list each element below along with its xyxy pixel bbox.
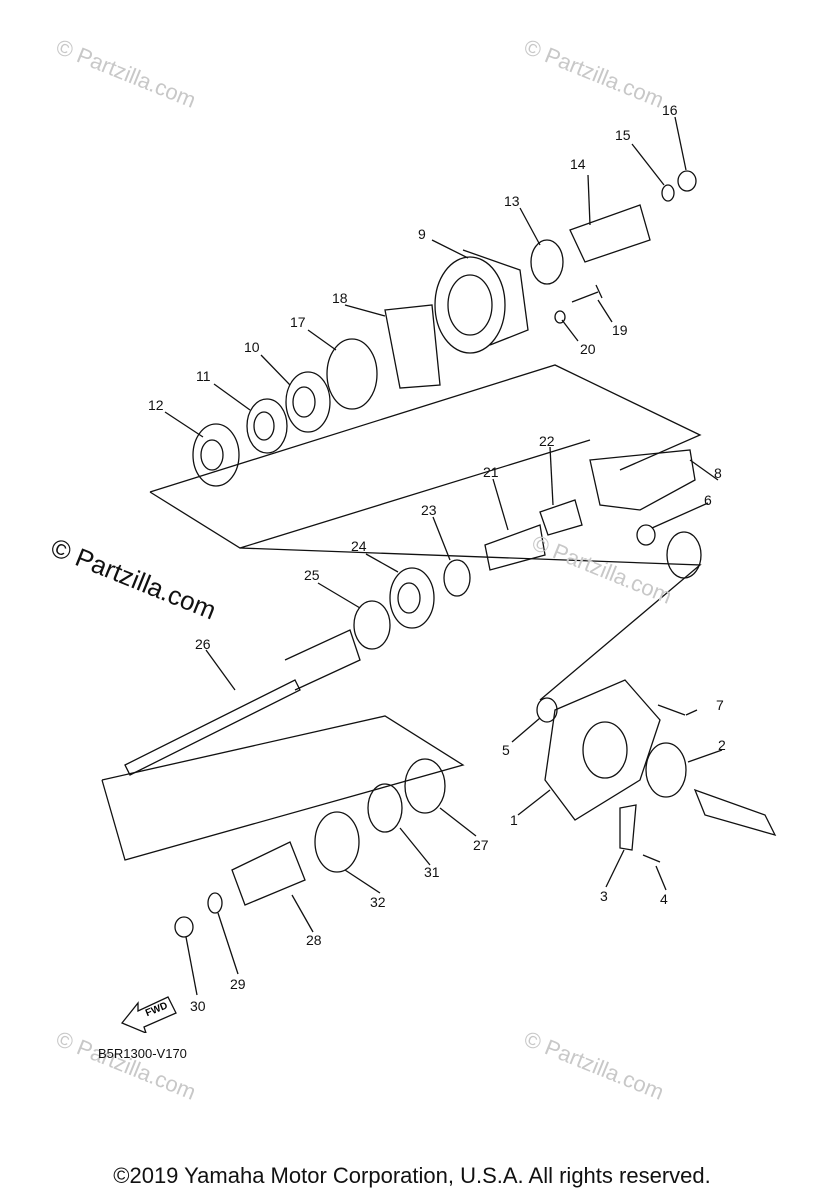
part-7-bolt — [657, 704, 686, 716]
callout-3: 3 — [600, 888, 608, 904]
part-29-washer — [207, 892, 223, 914]
part-8-gear — [589, 449, 696, 511]
part-26-shaft — [124, 679, 301, 776]
part-2-bearing — [645, 742, 687, 798]
part-23-ring — [443, 559, 471, 597]
part-14-yoke — [569, 204, 651, 263]
part-9-housing — [434, 256, 506, 354]
part-1-housing — [544, 679, 661, 821]
callout-10: 10 — [244, 339, 260, 355]
callout-18: 18 — [332, 290, 348, 306]
part-5-o-ring — [536, 697, 558, 723]
callout-8: 8 — [714, 465, 722, 481]
fwd-arrow-icon: FWD — [120, 993, 180, 1038]
callout-21: 21 — [483, 464, 499, 480]
callout-5: 5 — [502, 742, 510, 758]
callout-31: 31 — [424, 864, 440, 880]
callout-17: 17 — [290, 314, 306, 330]
assembly-frame-lower — [101, 715, 465, 861]
part-12-bearing — [192, 423, 240, 487]
callout-24: 24 — [351, 538, 367, 554]
callout-14: 14 — [570, 156, 586, 172]
part-13-seal — [530, 239, 564, 285]
callout-20: 20 — [580, 341, 596, 357]
callout-27: 27 — [473, 837, 489, 853]
part-3-plate — [619, 804, 637, 851]
callout-28: 28 — [306, 932, 322, 948]
part-31-sleeve — [367, 783, 403, 833]
callout-19: 19 — [612, 322, 628, 338]
part-25-bearing — [353, 600, 391, 650]
callout-16: 16 — [662, 102, 678, 118]
pinion-shaft — [693, 788, 777, 837]
callout-22: 22 — [539, 433, 555, 449]
callout-12: 12 — [148, 397, 164, 413]
part-21-spring — [484, 524, 546, 571]
part-20-washer — [554, 310, 566, 324]
callout-4: 4 — [660, 891, 668, 907]
part-19-bolt — [571, 284, 603, 303]
callout-13: 13 — [504, 193, 520, 209]
part-24-bearing — [389, 567, 435, 629]
part-32-seal — [314, 811, 360, 873]
callout-23: 23 — [421, 502, 437, 518]
part-17-o-ring — [326, 338, 378, 410]
part-18-shim — [384, 304, 441, 389]
assembly-frame-upper-left — [149, 439, 591, 549]
part-22-collar — [539, 499, 583, 536]
callout-30: 30 — [190, 998, 206, 1014]
part-16-nut — [677, 170, 697, 192]
callout-9: 9 — [418, 226, 426, 242]
part-4-screw — [642, 854, 661, 863]
callout-15: 15 — [615, 127, 631, 143]
callout-11: 11 — [196, 368, 211, 384]
part-27-bearing — [404, 758, 446, 814]
callout-2: 2 — [718, 737, 726, 753]
part-15-washer — [661, 184, 675, 202]
callout-26: 26 — [195, 636, 211, 652]
part-28-yoke — [231, 841, 306, 906]
part-10-bearing — [285, 371, 331, 433]
copyright-text: ©2019 Yamaha Motor Corporation, U.S.A. A… — [113, 1163, 711, 1188]
part-8b-gear — [666, 531, 702, 579]
part-30-nut — [174, 916, 194, 938]
callout-25: 25 — [304, 567, 320, 583]
callout-6: 6 — [704, 492, 712, 508]
callout-29: 29 — [230, 976, 246, 992]
assembly-frame-upper — [149, 364, 702, 493]
callout-7: 7 — [716, 697, 724, 713]
callout-1: 1 — [510, 812, 518, 828]
diagram-code: B5R1300-V170 — [98, 1046, 187, 1061]
part-6-nut — [636, 524, 656, 546]
callout-32: 32 — [370, 894, 386, 910]
part-11-sleeve — [246, 398, 288, 454]
